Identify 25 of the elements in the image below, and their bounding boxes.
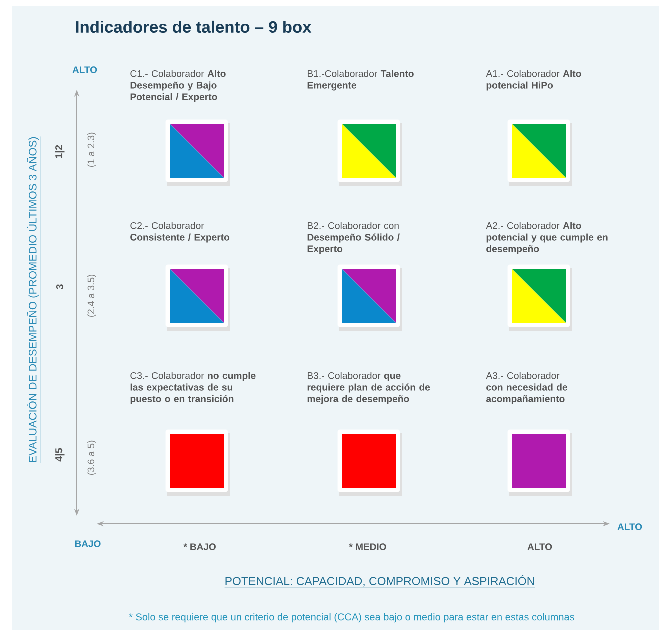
row-label: 4|5 — [55, 448, 65, 462]
column-label: * MEDIO — [349, 544, 386, 550]
axis-title: EVALUACIÓN DE DESEMPEÑO (PROMEDIO ÚLTIMOS 3 AÑOS) — [27, 136, 41, 464]
axis-end-label: ALTO — [72, 66, 98, 74]
cell-caption: C2.- Colaborador Consistente / Experto — [130, 222, 230, 243]
column-label: ALTO — [528, 544, 552, 550]
footnote: * Solo se requiere que un criterio de potencial (CCA) sea bajo o medio para estar en estas columnas — [129, 613, 574, 623]
cell-caption: B2.- Colaborador con Desempeño Sólido / Experto — [308, 222, 400, 254]
cell-caption: B1.-Colaborador Talento Emergente — [308, 70, 414, 91]
cell-caption: C3.- Colaborador no cumple las expectativas de su puesto o en transición — [130, 372, 256, 404]
column-label: * BAJO — [184, 544, 216, 550]
cell-caption: B3.- Colaborador que requiere plan de acción de mejora de desempeño — [308, 372, 430, 404]
axis-end-label: BAJO — [75, 540, 101, 548]
row-label: 1|2 — [55, 145, 65, 158]
cell-caption: A2.- Colaborador Alto potencial y que cumple en desempeño — [486, 222, 608, 254]
cell-caption: C1.- Colaborador Alto Desempeño y Bajo Potencial / Experto — [130, 70, 226, 102]
range-label: (3.6 a 5) — [88, 440, 96, 476]
row-label: 3 — [56, 284, 64, 290]
range-label: (2.4 a 3.5) — [88, 274, 96, 318]
axis-end-label: ALTO — [618, 524, 642, 530]
title: Indicadores de talento – 9 box — [76, 20, 312, 34]
range-label: (1 a 2.3) — [88, 132, 96, 168]
cell-caption: A1.- Colaborador Alto potencial HiPo — [486, 70, 582, 91]
axis-title: POTENCIAL: CAPACIDAD, COMPROMISO Y ASPIRACIÓN — [224, 575, 536, 588]
cell-caption: A3.- Colaborador con necesidad de acompañamiento — [486, 372, 568, 404]
